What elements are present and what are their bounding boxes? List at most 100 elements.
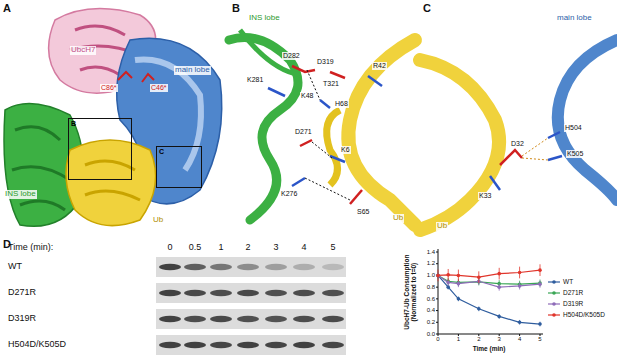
data-marker: [436, 274, 440, 278]
figure-label: 0.2: [427, 319, 435, 326]
figure-label: 3: [273, 243, 278, 253]
gel-band: [322, 316, 344, 322]
gel-strip: [156, 335, 346, 355]
gel-band: [322, 342, 344, 348]
y-tick: [436, 287, 438, 288]
gel-band: [210, 342, 232, 348]
gel-band: [293, 290, 315, 296]
data-marker: [436, 274, 440, 278]
gel-band: [237, 290, 259, 296]
x-tick: [438, 334, 439, 336]
figure-label: main lobe: [174, 66, 211, 75]
gel-band: [159, 316, 181, 322]
data-marker: [497, 285, 501, 289]
figure-label: UbcH7: [70, 46, 96, 55]
gel-band: [237, 316, 259, 322]
figure-label: H504: [564, 124, 583, 132]
data-marker: [518, 284, 522, 288]
figure-label: 5: [330, 243, 335, 253]
y-tick: [436, 298, 438, 299]
figure-label: K505: [566, 150, 584, 158]
legend-swatch: [548, 280, 560, 284]
x-tick: [519, 334, 520, 336]
figure-label: H68: [334, 100, 349, 108]
data-marker: [497, 272, 501, 276]
figure-label: Ub: [392, 214, 404, 223]
figure-label: D271R: [8, 288, 36, 298]
legend-text: D319R: [563, 300, 583, 307]
x-tick: [478, 334, 479, 336]
x-tick: [499, 334, 500, 336]
data-marker: [436, 274, 440, 278]
legend-swatch: [548, 291, 560, 295]
figure-label: 1: [218, 243, 223, 253]
x-axis: [438, 334, 543, 335]
figure-label: 1.4: [427, 249, 435, 256]
figure-label: main lobe: [556, 14, 593, 23]
figure-label: 4: [301, 243, 306, 253]
legend-text: D271R: [563, 289, 583, 296]
gel-band: [210, 264, 232, 270]
panel-letter: A: [3, 2, 11, 14]
panel-letter: B: [232, 2, 240, 14]
figure-label: K6: [340, 146, 351, 154]
panel-letter: C: [423, 2, 431, 14]
gel-band: [265, 264, 287, 270]
y-tick: [436, 310, 438, 311]
figure-label: INS lobe: [4, 190, 37, 199]
figure-label: 5: [538, 336, 541, 343]
gel-band: [237, 342, 259, 348]
panel-letter: Time (min): [473, 345, 506, 352]
gel-band: [322, 290, 344, 296]
figure-label: K33: [478, 192, 492, 200]
figure-label: Ub: [152, 216, 164, 225]
legend-text: H504D/K505D: [563, 311, 605, 318]
data-marker: [538, 322, 542, 326]
figure-label: C86*: [100, 84, 118, 92]
gel-strip: [156, 283, 346, 303]
figure-label: D271: [294, 128, 313, 136]
gel-band: [184, 264, 206, 270]
figure-label: 1: [457, 336, 460, 343]
gel-band: [159, 290, 181, 296]
inset-letter: C: [157, 147, 201, 156]
figure-label: K281: [246, 76, 264, 84]
data-marker: [477, 275, 481, 279]
figure-label: 2: [245, 243, 250, 253]
gel-band: [322, 264, 344, 270]
y-axis: [438, 249, 439, 334]
gel-band: [159, 342, 181, 348]
figure-label: K48: [300, 92, 314, 100]
gel-band: [265, 342, 287, 348]
data-marker: [477, 307, 481, 311]
gel-band: [184, 290, 206, 296]
figure-label: 0.4: [427, 307, 435, 314]
figure-label: K276: [280, 190, 298, 198]
inset-box: B: [68, 118, 132, 180]
gel-band: [265, 290, 287, 296]
figure-label: UbcH7-Ub Consumption (Normalized to t=0): [403, 246, 417, 338]
figure-label: 1.0: [427, 272, 435, 279]
gel-strip: [156, 309, 346, 329]
y-tick: [436, 252, 438, 253]
figure-label: WT: [8, 262, 22, 272]
figure-label: S65: [356, 208, 370, 216]
gel-band: [184, 316, 206, 322]
gel-band: [293, 316, 315, 322]
data-marker: [538, 268, 542, 272]
figure-label: 1.2: [427, 260, 435, 267]
data-marker: [457, 297, 461, 301]
figure-label: T321: [322, 80, 340, 88]
figure-label: INS lobe: [248, 14, 281, 23]
figure-label: R42: [372, 62, 387, 70]
figure-label: D282: [282, 52, 301, 60]
gel-band: [293, 264, 315, 270]
data-marker: [457, 282, 461, 286]
figure-label: 0.5: [189, 243, 202, 253]
y-tick: [436, 263, 438, 264]
figure-label: 4: [518, 336, 521, 343]
inset-letter: B: [69, 119, 131, 128]
figure-label: D319R: [8, 314, 36, 324]
inset-box: C: [156, 146, 202, 188]
data-line: [438, 275, 540, 324]
